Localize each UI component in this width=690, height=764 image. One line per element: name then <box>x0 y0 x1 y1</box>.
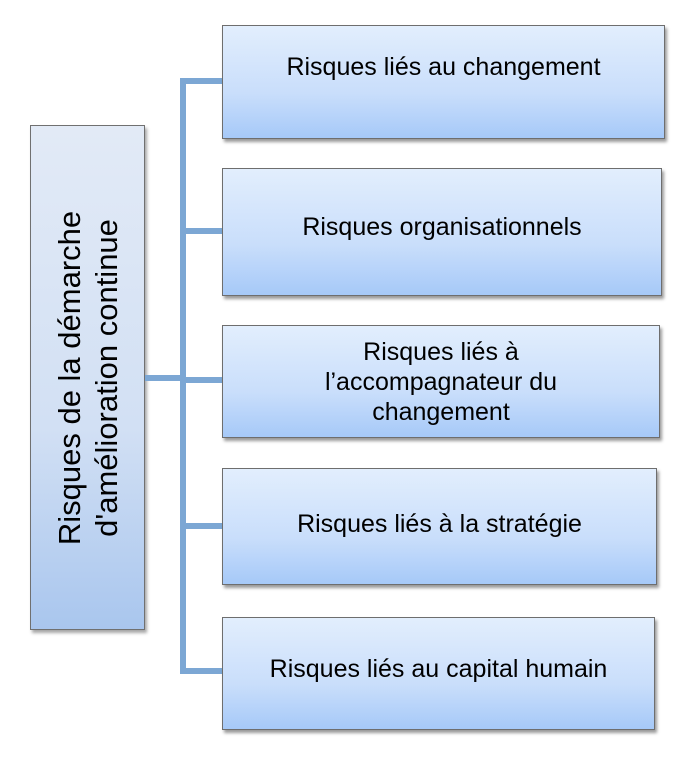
child-node-4: Risques liés à la stratégie <box>222 468 657 585</box>
connector-branch-1 <box>180 78 222 84</box>
connector-vertical <box>180 78 186 674</box>
connector-branch-2 <box>180 228 222 234</box>
connector-branch-5 <box>180 668 222 674</box>
connector-branch-4 <box>180 523 222 529</box>
child-node-label: Risques organisationnels <box>302 213 582 241</box>
connector-branch-3 <box>180 377 222 383</box>
child-node-2: Risques organisationnels <box>222 168 662 296</box>
root-node-label: Risques de la démarche d'amélioration co… <box>51 210 124 545</box>
connector-root-horizontal <box>145 375 185 381</box>
child-node-1: Risques liés au changement <box>222 25 665 139</box>
child-node-label: Risques liés à la stratégie <box>297 509 582 538</box>
child-node-label: Risques liés à l’accompagnateur du chang… <box>324 337 558 426</box>
child-node-label: Risques liés au changement <box>286 53 601 81</box>
root-node: Risques de la démarche d'amélioration co… <box>30 125 145 630</box>
child-node-label: Risques liés au capital humain <box>269 654 608 683</box>
child-node-3: Risques liés à l’accompagnateur du chang… <box>222 325 660 438</box>
child-node-5: Risques liés au capital humain <box>222 617 655 730</box>
